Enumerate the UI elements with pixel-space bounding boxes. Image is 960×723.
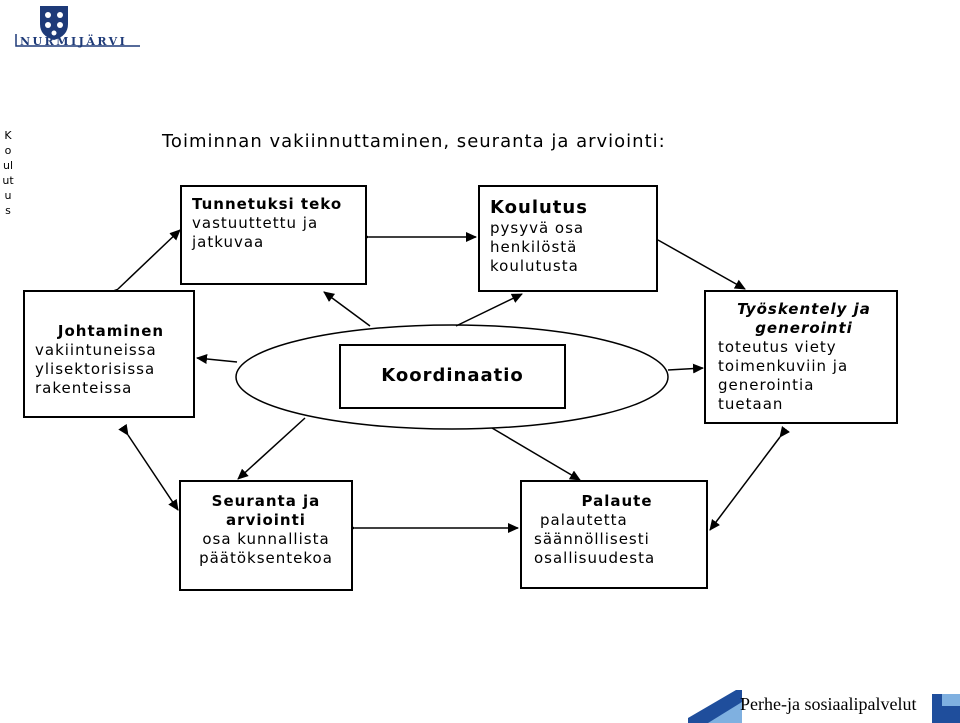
- arrow-ellipse-tunnetuksi: [323, 291, 371, 327]
- node-text: vakiintuneissa: [35, 341, 157, 359]
- node-text: pysyvä osa: [490, 219, 585, 237]
- node-text: osa kunnallista: [202, 530, 330, 548]
- footer-text: Perhe-ja sosiaalipalvelut: [740, 694, 917, 714]
- node-heading: Seuranta ja: [211, 492, 321, 510]
- arrow-johtaminen-tunnetuksi: [107, 229, 181, 300]
- node-johtaminen: Johtaminen vakiintuneissa ylisektorisiss…: [23, 290, 195, 418]
- node-text: toimenkuviin ja: [718, 357, 849, 375]
- node-text: palautetta: [540, 511, 628, 529]
- node-text: rakenteissa: [35, 379, 133, 397]
- node-heading: arviointi: [226, 511, 306, 529]
- diagram-title: Toiminnan vakiinnuttaminen, seuranta ja …: [162, 131, 666, 152]
- node-heading: Koordinaatio: [381, 365, 524, 386]
- node-seuranta: Seuranta ja arviointi osa kunnallista pä…: [179, 480, 353, 591]
- node-heading: Koulutus: [490, 197, 588, 218]
- coordination-ellipse: [235, 324, 669, 430]
- node-text: vastuuttettu ja: [192, 214, 319, 232]
- node-koulutus: Koulutus pysyvä osa henkilöstä koulutust…: [478, 185, 658, 292]
- node-text: osallisuudesta: [534, 549, 656, 567]
- node-text: generointia: [718, 376, 815, 394]
- arrow-ellipse-johtaminen: [196, 354, 238, 364]
- node-tunnetuksi-teko: Tunnetuksi teko vastuuttettu ja jatkuvaa: [180, 185, 367, 285]
- node-text: tuetaan: [718, 395, 784, 413]
- node-text: henkilöstä: [490, 238, 578, 256]
- arrow-koulutus-tyoskentely: [646, 230, 746, 290]
- side-label: Koulutus: [2, 129, 14, 217]
- node-tyoskentely: Työskentely ja generointi toteutus viety…: [704, 290, 898, 424]
- arrow-ellipse-tyoskentely: [667, 363, 704, 374]
- node-text: jatkuvaa: [192, 233, 265, 251]
- footer-decoration: [688, 690, 960, 723]
- node-heading: generointi: [755, 319, 853, 337]
- coat-of-arms-icon: [15, 6, 140, 47]
- node-heading: Työskentely ja: [737, 300, 871, 318]
- node-text: koulutusta: [490, 257, 579, 275]
- footer-wave-icon: [688, 690, 960, 723]
- logo-text: NURMIJÄRVI: [20, 35, 128, 48]
- nurmijarvi-logo: [12, 4, 142, 48]
- node-text: päätöksentekoa: [199, 549, 333, 567]
- arrow-ellipse-koulutus: [455, 293, 523, 327]
- arrow-ellipse-seuranta: [237, 417, 306, 480]
- node-text: toteutus viety: [718, 338, 837, 356]
- node-heading: Palaute: [581, 492, 653, 510]
- arrow-ellipse-palaute: [491, 427, 581, 481]
- node-koordinaatio: Koordinaatio: [339, 344, 566, 409]
- node-heading: Johtaminen: [57, 322, 165, 340]
- node-palaute: Palaute palautetta säännöllisesti osalli…: [520, 480, 708, 589]
- arrow-tyoskentely-palaute: [709, 426, 791, 531]
- node-heading: Tunnetuksi teko: [192, 195, 343, 213]
- arrow-johtaminen-seuranta: [118, 423, 179, 511]
- node-text: ylisektorisissa: [35, 360, 156, 378]
- node-text: säännöllisesti: [534, 530, 650, 548]
